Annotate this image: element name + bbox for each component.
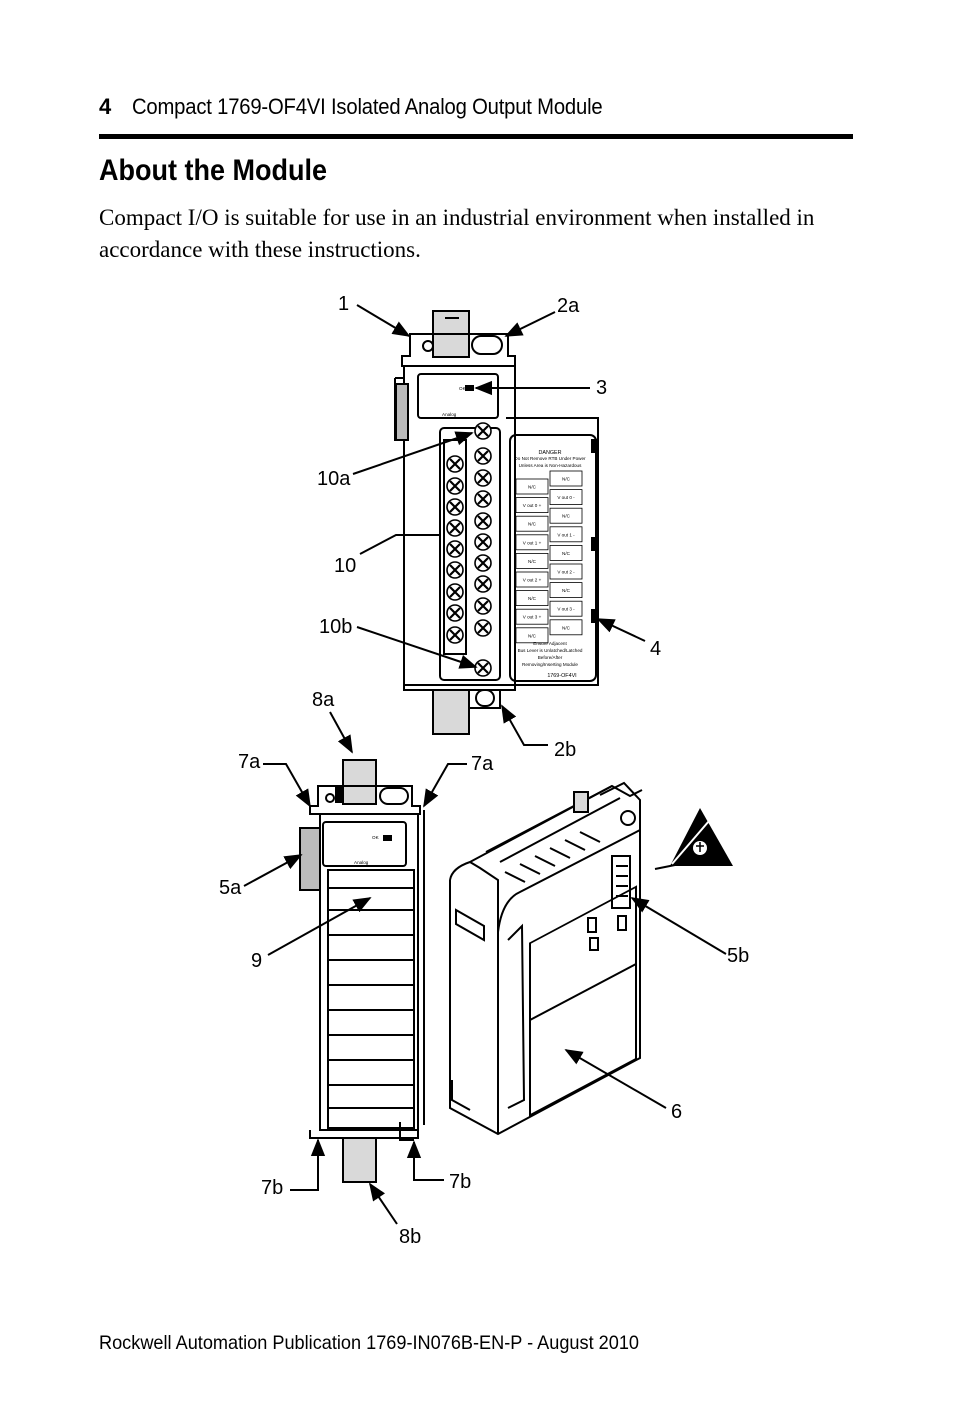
ok-led-icon	[465, 385, 474, 391]
section-title: About the Module	[99, 154, 327, 187]
intro-paragraph: Compact I/O is suitable for use in an in…	[99, 205, 815, 262]
ok-label: OK	[459, 386, 467, 391]
callout-7b-right: 7b	[449, 1171, 471, 1193]
callout-2b: 2b	[554, 739, 576, 761]
terminal-left-label: N/C	[528, 633, 537, 638]
terminal-right-label: V out 2 -	[557, 570, 575, 575]
terminal-left-cell	[515, 553, 549, 569]
terminal-left-cell	[515, 571, 549, 588]
analog-label: Analog	[442, 412, 457, 417]
terminal-right-cell	[549, 545, 583, 561]
terminal-left-label: V out 2 +	[523, 578, 542, 583]
terminal-right-cell	[549, 563, 583, 580]
terminal-screws	[445, 421, 493, 678]
page-footer: Rockwell Automation Publication 1769-IN0…	[99, 1332, 639, 1354]
callout-1: 1	[338, 293, 349, 315]
ensure-line4: Removing/Inserting Module	[522, 662, 578, 667]
terminal-right-cell	[549, 600, 583, 617]
terminal-right-cell	[549, 619, 583, 636]
terminal-right-cell	[549, 582, 583, 598]
ensure-line1: Ensure Adjacent	[533, 641, 567, 646]
module-front-view	[394, 310, 599, 735]
terminal-left-cell	[515, 478, 549, 495]
running-header-title: Compact 1769-OF4VI Isolated Analog Outpu…	[132, 94, 603, 119]
callout-5b: 5b	[727, 945, 749, 967]
terminal-right-cell	[549, 507, 583, 524]
terminal-left-cell	[515, 497, 549, 514]
terminal-right-label: V out 3 -	[557, 607, 575, 612]
terminal-left-cell	[515, 590, 549, 606]
terminal-right-label: N/C	[562, 625, 571, 630]
header-rule	[99, 134, 853, 139]
terminal-right-label: N/C	[562, 477, 571, 482]
terminal-right-label: V out 1 -	[557, 532, 575, 537]
danger-line2: Unless Area is Non-Hazardous	[519, 463, 583, 468]
terminal-left-label: N/C	[528, 522, 537, 527]
module-front-no-rtb	[299, 759, 425, 1183]
catalog-label: 1769-OF4VI	[547, 673, 576, 679]
callout-8a: 8a	[312, 689, 335, 711]
ok-led-icon	[383, 835, 392, 841]
terminal-left-cell	[515, 627, 549, 644]
terminal-left-label: V out 0 +	[523, 503, 542, 508]
callout-7a-left: 7a	[238, 751, 261, 773]
callout-9: 9	[251, 950, 262, 972]
ok-label-lower: OK	[372, 835, 380, 840]
terminal-left-cell	[515, 534, 549, 551]
callout-7b-left: 7b	[261, 1177, 283, 1199]
terminal-labels-left: N/C V out 0 + N/C V out 1 + N/C V out 2 + N/C V…	[515, 478, 549, 644]
callout-10: 10	[334, 555, 356, 577]
terminal-left-label: N/C	[528, 485, 537, 490]
terminal-left-label: N/C	[528, 559, 537, 564]
module-side-view	[449, 781, 643, 1136]
terminal-right-label: V out 0 -	[557, 495, 575, 500]
terminal-left-cell	[515, 515, 549, 532]
esd-warning-icon	[670, 808, 733, 866]
callout-2a: 2a	[557, 295, 580, 317]
terminal-right-cell	[549, 489, 583, 506]
callout-3: 3	[596, 377, 607, 399]
terminal-right-label: N/C	[562, 588, 571, 593]
page-number: 4	[99, 94, 112, 119]
terminal-right-cell	[549, 526, 583, 543]
danger-title: DANGER	[538, 450, 561, 456]
callout-4: 4	[650, 638, 661, 660]
terminal-right-label: N/C	[562, 514, 571, 519]
analog-label-lower: Analog	[354, 860, 369, 865]
terminal-left-label: V out 3 +	[523, 615, 542, 620]
terminal-left-label: N/C	[528, 596, 537, 601]
terminal-right-label: N/C	[562, 551, 571, 556]
callout-6: 6	[671, 1101, 682, 1123]
terminal-labels-right: N/C V out 0 - N/C V out 1 - N/C V out 2 - N/C V…	[549, 470, 583, 636]
callout-leaders	[243, 304, 727, 1225]
callout-8b: 8b	[399, 1226, 421, 1248]
callout-7a-right: 7a	[471, 753, 494, 775]
danger-line1: Do Not Remove RTB Under Power	[514, 456, 586, 461]
callout-5a: 5a	[219, 877, 242, 899]
terminal-right-cell	[549, 470, 583, 487]
callout-10b: 10b	[319, 616, 352, 638]
terminal-left-label: V out 1 +	[523, 540, 542, 545]
terminal-left-cell	[515, 608, 549, 625]
ensure-line2: Bus Lever is Unlatched/Latched	[518, 648, 583, 653]
callout-10a: 10a	[317, 468, 351, 490]
ensure-line3: Before/After	[538, 655, 563, 660]
